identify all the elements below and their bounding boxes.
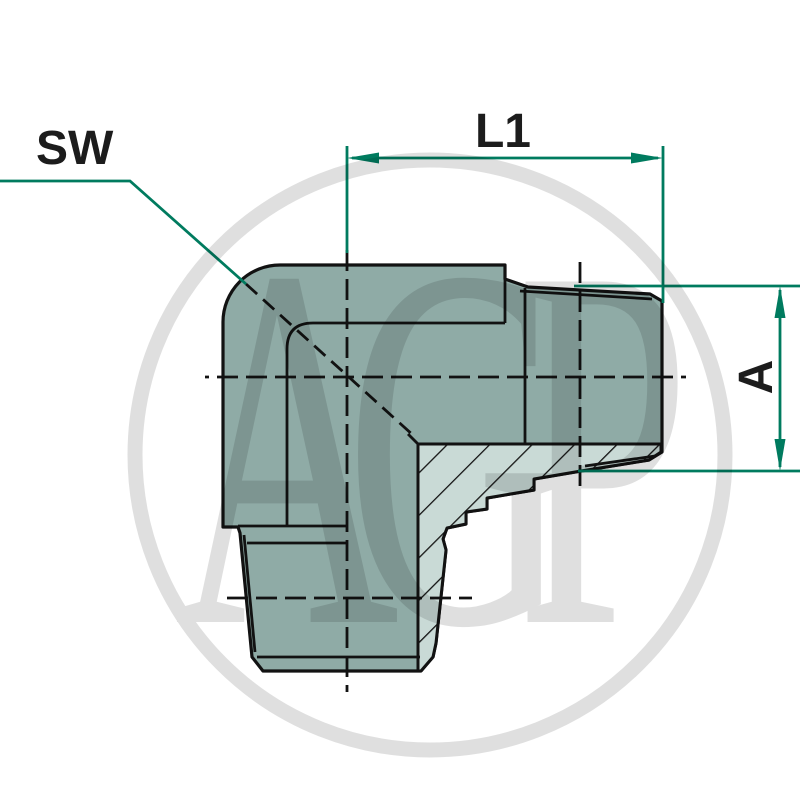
bore-corner-chamfer: [407, 433, 419, 445]
a-label: A: [730, 360, 783, 395]
centerlines: [205, 250, 686, 692]
hex-diagonal-centerline: [245, 282, 415, 438]
right-thread-crest-line: [519, 289, 653, 301]
right-thread-root-line: [584, 454, 656, 468]
l1-label: L1: [475, 105, 531, 158]
watermark-text: AGP: [174, 159, 682, 735]
watermark-ring: [127, 152, 733, 758]
dimension-l1: L1: [345, 105, 665, 303]
l1-arrowhead-left: [347, 152, 379, 164]
sw-leader-line: [0, 179, 247, 286]
l1-arrowhead-right: [631, 152, 663, 164]
dimension-a: A: [574, 284, 800, 473]
a-arrowhead-bottom: [774, 439, 786, 471]
sw-label: SW: [36, 122, 114, 175]
bore-corner-line: [285, 321, 505, 527]
bottom-thread-left-line: [242, 534, 257, 653]
internal-edges: [238, 265, 656, 659]
a-arrowhead-top: [774, 286, 786, 318]
dimension-sw: SW: [0, 122, 247, 286]
